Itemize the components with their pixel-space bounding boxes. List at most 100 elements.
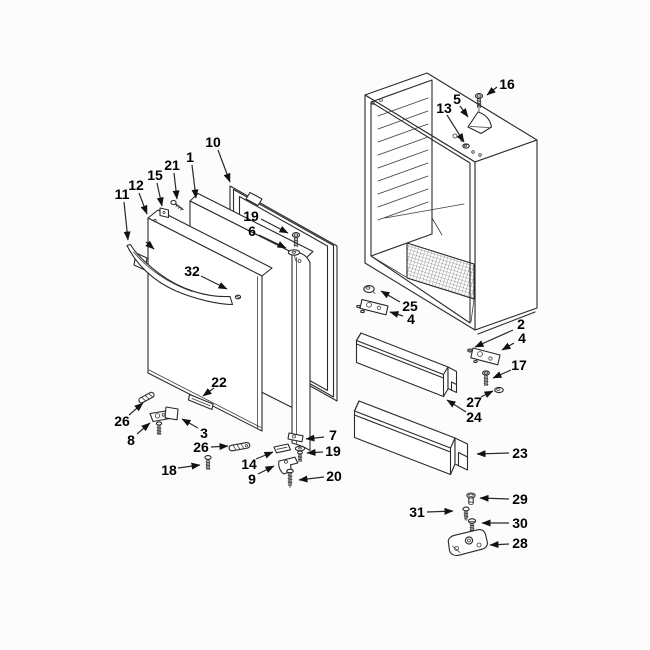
callout-part-12-7: 12 xyxy=(128,177,148,215)
leader-arrow xyxy=(474,329,514,348)
callout-part-26-16: 26 xyxy=(193,439,229,455)
part-number-label: 21 xyxy=(164,157,180,173)
screw-part31 xyxy=(462,506,470,521)
annotation-arrow-0 xyxy=(145,240,155,250)
callout-part-8-14: 8 xyxy=(127,422,151,448)
leader-arrow xyxy=(138,192,148,215)
hinge-rail-bracket-part4-lower xyxy=(470,347,501,366)
callout-part-21-5: 21 xyxy=(164,157,180,200)
top-hinge-cover-part5 xyxy=(467,111,493,135)
leader-arrow xyxy=(446,399,467,413)
callout-part-20-22: 20 xyxy=(298,468,342,484)
outer-door-panel xyxy=(147,209,273,432)
hinge-pocket-bump xyxy=(245,191,263,207)
callout-part-16-0: 16 xyxy=(486,76,515,96)
leader-arrow xyxy=(202,387,215,397)
hinge-hole-plate-part15 xyxy=(159,207,170,219)
callout-part-3-15: 3 xyxy=(181,418,208,441)
leader-arrow xyxy=(210,443,229,450)
leader-arrow xyxy=(298,475,325,483)
part-number-label: 31 xyxy=(409,504,425,520)
callout-part-14-18: 14 xyxy=(241,451,274,472)
part-number-label: 9 xyxy=(248,471,256,487)
shim-part3 xyxy=(164,406,179,421)
leader-arrow xyxy=(380,290,401,303)
part-number-label: 27 xyxy=(466,394,482,410)
callout-part-29-31: 29 xyxy=(479,491,528,507)
screw-part17 xyxy=(482,370,490,387)
part-number-label: 8 xyxy=(127,432,135,448)
hinge-cover-part14 xyxy=(273,443,292,454)
callout-part-10-3: 10 xyxy=(205,134,231,183)
callout-part-23-30: 23 xyxy=(476,445,528,461)
part-number-label: 1 xyxy=(186,149,194,165)
leader-arrow xyxy=(306,448,324,456)
part-number-label: 23 xyxy=(512,445,528,461)
door-bin-lower-part23 xyxy=(353,400,469,476)
hinge-washer-part19 xyxy=(287,249,301,261)
nameplate-part22 xyxy=(187,393,214,411)
door-handle-part32 xyxy=(126,243,242,306)
callout-part-1-4: 1 xyxy=(186,149,199,199)
callout-part-28-34: 28 xyxy=(489,535,528,551)
callout-part-13-2: 13 xyxy=(436,100,465,143)
leader-arrow xyxy=(181,418,199,429)
callout-part-6-10: 6 xyxy=(248,223,287,249)
hinge-pin-screw-part6 xyxy=(291,232,301,247)
part-number-label: 7 xyxy=(329,427,337,443)
part-number-label: 15 xyxy=(147,167,163,183)
leader-arrow xyxy=(426,507,454,515)
leader-arrow xyxy=(255,451,274,460)
part-number-label: 4 xyxy=(518,330,526,346)
screw-part20 xyxy=(286,468,294,488)
leader-arrow xyxy=(389,311,404,318)
leader-arrow xyxy=(257,465,275,475)
hinge-bracket-part9 xyxy=(278,456,299,475)
callout-part-25-23: 25 xyxy=(380,290,418,314)
part-number-label: 13 xyxy=(436,100,452,116)
part-number-label: 10 xyxy=(205,134,221,150)
part-number-label: 6 xyxy=(248,223,256,239)
hex-bolt-part30 xyxy=(467,518,477,533)
part-number-label: 30 xyxy=(512,515,528,531)
hinge-plate-part7 xyxy=(287,432,304,443)
callout-part-2-25: 2 xyxy=(474,316,525,348)
screw-part2 xyxy=(467,348,473,353)
callout-part-19-21: 19 xyxy=(306,443,341,459)
callout-part-30-33: 30 xyxy=(481,515,528,531)
callout-part-17-27: 17 xyxy=(492,357,527,379)
callout-part-15-6: 15 xyxy=(147,167,164,207)
callout-part-5-1: 5 xyxy=(453,91,469,118)
shoulder-screw-part29 xyxy=(466,492,476,505)
callout-part-7-20: 7 xyxy=(305,427,337,443)
callout-part-4-24: 4 xyxy=(389,311,415,327)
callout-part-26-13: 26 xyxy=(114,402,144,429)
part-number-label: 11 xyxy=(115,186,130,202)
callout-part-27-28: 27 xyxy=(466,390,494,410)
cabinet-box xyxy=(364,72,538,335)
part-number-label: 14 xyxy=(241,456,257,472)
door-hinge-column xyxy=(291,252,311,452)
callout-part-18-17: 18 xyxy=(161,462,201,478)
leader-arrow xyxy=(476,450,510,458)
part-number-label: 5 xyxy=(453,91,461,107)
leader-arrow xyxy=(486,86,498,96)
part-number-label: 16 xyxy=(499,76,515,92)
leader-arrow xyxy=(136,422,151,435)
part-number-label: 28 xyxy=(512,535,528,551)
vent-slats xyxy=(377,97,429,221)
leader-arrow xyxy=(217,149,231,183)
hinge-rail-bracket-part4-upper xyxy=(356,298,389,316)
callout-part-4-26: 4 xyxy=(501,330,526,351)
part-number-label: 26 xyxy=(193,439,209,455)
end-cap-part25 xyxy=(363,285,376,294)
leader-arrow xyxy=(446,114,465,143)
callout-part-24-29: 24 xyxy=(446,399,482,425)
part-number-label: 18 xyxy=(161,462,177,478)
leader-arrow xyxy=(200,275,228,290)
part-number-label: 26 xyxy=(114,413,130,429)
leader-arrow xyxy=(459,105,469,118)
cap-nut-part27 xyxy=(494,386,504,394)
callout-part-9-19: 9 xyxy=(248,465,275,487)
callout-part-19-9: 19 xyxy=(243,208,289,234)
